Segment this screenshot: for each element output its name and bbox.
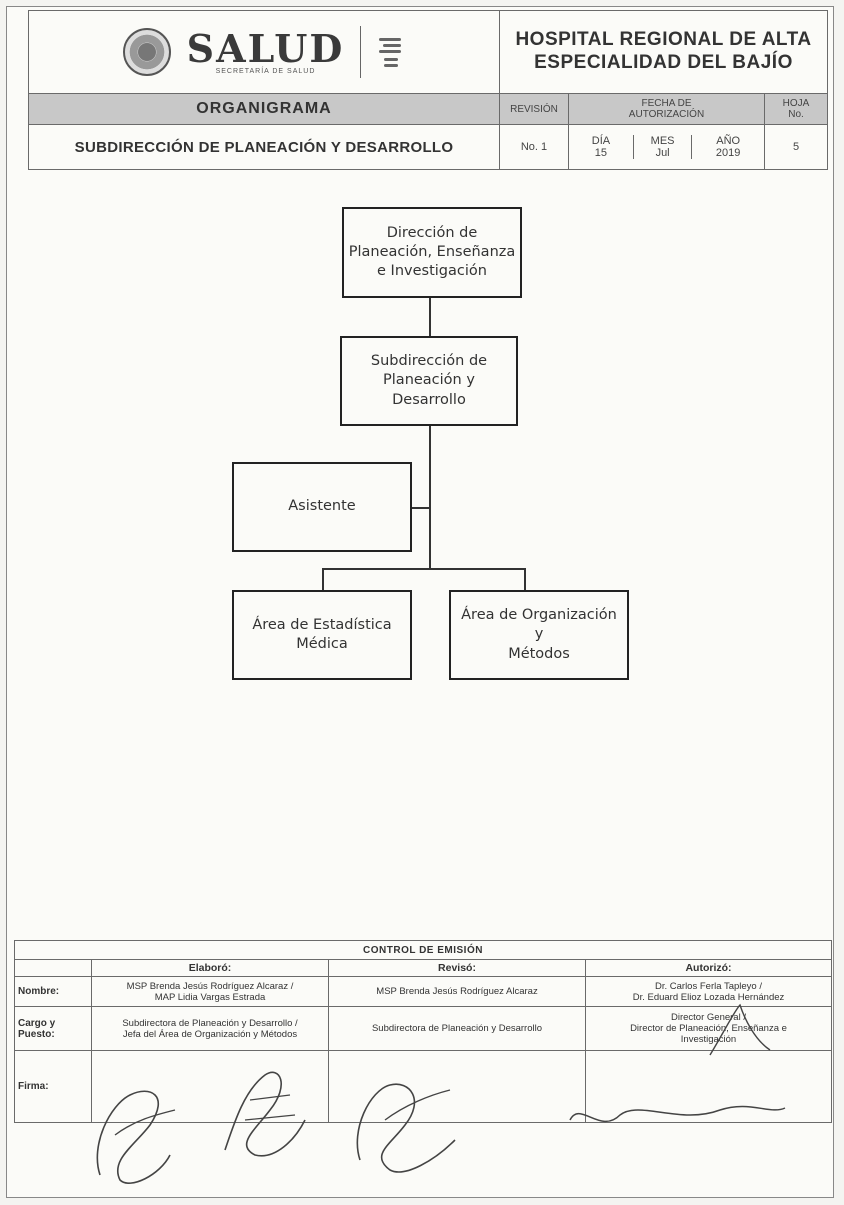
box-estadistica-line2: Médica: [296, 636, 348, 652]
salud-logo-text: SALUD: [186, 25, 345, 71]
box-subdireccion: Subdirección de Planeación y Desarrollo: [340, 336, 518, 426]
autorizo-cargo-2: Director de Planeación, Enseñanza e: [630, 1023, 787, 1034]
signature-elaboro-2: [224, 1071, 306, 1157]
anio-cell: AÑO 2019: [692, 135, 764, 159]
institution-mini-logo-icon: [377, 32, 405, 72]
autorizo-firma: [585, 1050, 832, 1123]
elaboro-nombre-1: MSP Brenda Jesús Rodríguez Alcaraz /: [126, 980, 294, 992]
row-cargo-label-1: Cargo y: [18, 1017, 56, 1029]
connector-estadistica: [322, 568, 324, 590]
box-estadistica: Área de Estadística Médica: [232, 590, 412, 680]
box-estadistica-line1: Área de Estadística: [252, 616, 392, 633]
signature-reviso: [356, 1083, 456, 1173]
hoja-value: 5: [764, 124, 828, 170]
fecha-label-line2: AUTORIZACIÓN: [628, 109, 705, 120]
mes-value: Jul: [655, 147, 670, 159]
mexico-seal-icon: [122, 28, 171, 76]
reviso-firma: [328, 1050, 586, 1123]
revision-value: No. 1: [499, 124, 569, 170]
dia-value: 15: [594, 147, 608, 159]
unit-title: SUBDIRECCIÓN DE PLANEACIÓN Y DESARROLLO: [28, 124, 500, 170]
autorizo-nombre-2: Dr. Eduard Elioz Lozada Hernández: [632, 991, 785, 1003]
reviso-cargo: Subdirectora de Planeación y Desarrollo: [328, 1006, 586, 1051]
hoja-label-line1: HOJA: [782, 98, 810, 109]
salud-logo-subtext: SECRETARÍA DE SALUD: [215, 67, 316, 75]
row-cargo-label: Cargo y Puesto:: [14, 1006, 92, 1051]
header-table: SALUD SECRETARÍA DE SALUD HOSPITAL REGIO…: [28, 10, 828, 170]
autorizo-nombre-1: Dr. Carlos Ferla Tapleyo /: [654, 980, 762, 992]
box-organizacion-line1: Área de Organización y: [461, 607, 617, 643]
reviso-nombre: MSP Brenda Jesús Rodríguez Alcaraz: [328, 976, 586, 1007]
elaboro-nombre-2: MAP Lidia Vargas Estrada: [154, 991, 266, 1003]
fecha-label-line1: FECHA DE: [641, 98, 692, 109]
logo-divider: [360, 26, 362, 78]
autorizo-cargo-3: Investigación: [680, 1034, 737, 1045]
hospital-name-line1: HOSPITAL REGIONAL DE ALTA: [515, 29, 812, 51]
box-organizacion-line2: Métodos: [508, 645, 570, 662]
anio-label: AÑO: [716, 135, 741, 147]
autorizo-cargo-1: Director General /: [671, 1012, 746, 1023]
connector-organizacion: [524, 568, 526, 590]
anio-value: 2019: [715, 147, 741, 159]
elaboro-cargo-2: Jefa del Área de Organización y Métodos: [122, 1028, 298, 1040]
connector-horizontal: [322, 568, 526, 570]
box-organizacion: Área de Organización y Métodos: [449, 590, 629, 680]
control-corner: [14, 959, 92, 977]
connector-sub-trunk: [429, 426, 431, 568]
elaboro-firma: [91, 1050, 329, 1123]
mes-label: MES: [650, 135, 675, 147]
hoja-label: HOJA No.: [764, 93, 828, 125]
hospital-name-line2: ESPECIALIDAD DEL BAJÍO: [534, 52, 793, 73]
box-asistente: Asistente: [232, 462, 412, 552]
signature-autorizo-initial: [709, 1003, 771, 1056]
fecha-values-cell: DÍA 15 MES Jul AÑO 2019: [568, 124, 765, 170]
box-subdireccion-line2: Planeación y: [383, 372, 475, 389]
dia-cell: DÍA 15: [569, 135, 634, 159]
row-cargo-label-2: Puesto:: [18, 1028, 55, 1040]
col-autorizo: Autorizó:: [585, 959, 832, 977]
doc-type-label: ORGANIGRAMA: [28, 93, 500, 125]
hospital-name-cell: HOSPITAL REGIONAL DE ALTA ESPECIALIDAD D…: [499, 10, 828, 94]
autorizo-nombre: Dr. Carlos Ferla Tapleyo / Dr. Eduard El…: [585, 976, 832, 1007]
box-direccion: Dirección de Planeación, Enseñanza e Inv…: [342, 207, 522, 298]
hoja-label-line2: No.: [788, 109, 804, 120]
col-elaboro: Elaboró:: [91, 959, 329, 977]
connector-dir-sub: [429, 298, 431, 336]
elaboro-cargo: Subdirectora de Planeación y Desarrollo …: [91, 1006, 329, 1051]
elaboro-cargo-1: Subdirectora de Planeación y Desarrollo …: [122, 1017, 298, 1029]
revision-label: REVISIÓN: [499, 93, 569, 125]
box-subdireccion-line1: Subdirección de: [370, 353, 488, 370]
box-direccion-line3: e Investigación: [377, 263, 487, 280]
box-subdireccion-line3: Desarrollo: [392, 391, 466, 408]
dia-label: DÍA: [591, 135, 611, 147]
connector-asistente: [411, 507, 431, 509]
box-direccion-line1: Dirección de: [386, 224, 478, 241]
signature-autorizo: [569, 1105, 786, 1123]
control-title: CONTROL DE EMISIÓN: [14, 940, 832, 960]
box-direccion-line2: Planeación, Enseñanza: [348, 243, 516, 260]
elaboro-nombre: MSP Brenda Jesús Rodríguez Alcaraz / MAP…: [91, 976, 329, 1007]
fecha-label: FECHA DE AUTORIZACIÓN: [568, 93, 765, 125]
mes-cell: MES Jul: [633, 135, 693, 159]
row-nombre-label: Nombre:: [14, 976, 92, 1007]
control-emision-table: CONTROL DE EMISIÓN Elaboró: Revisó: Auto…: [14, 940, 832, 1123]
signature-elaboro-1: [96, 1090, 176, 1184]
box-asistente-label: Asistente: [288, 498, 356, 515]
col-reviso: Revisó:: [328, 959, 586, 977]
